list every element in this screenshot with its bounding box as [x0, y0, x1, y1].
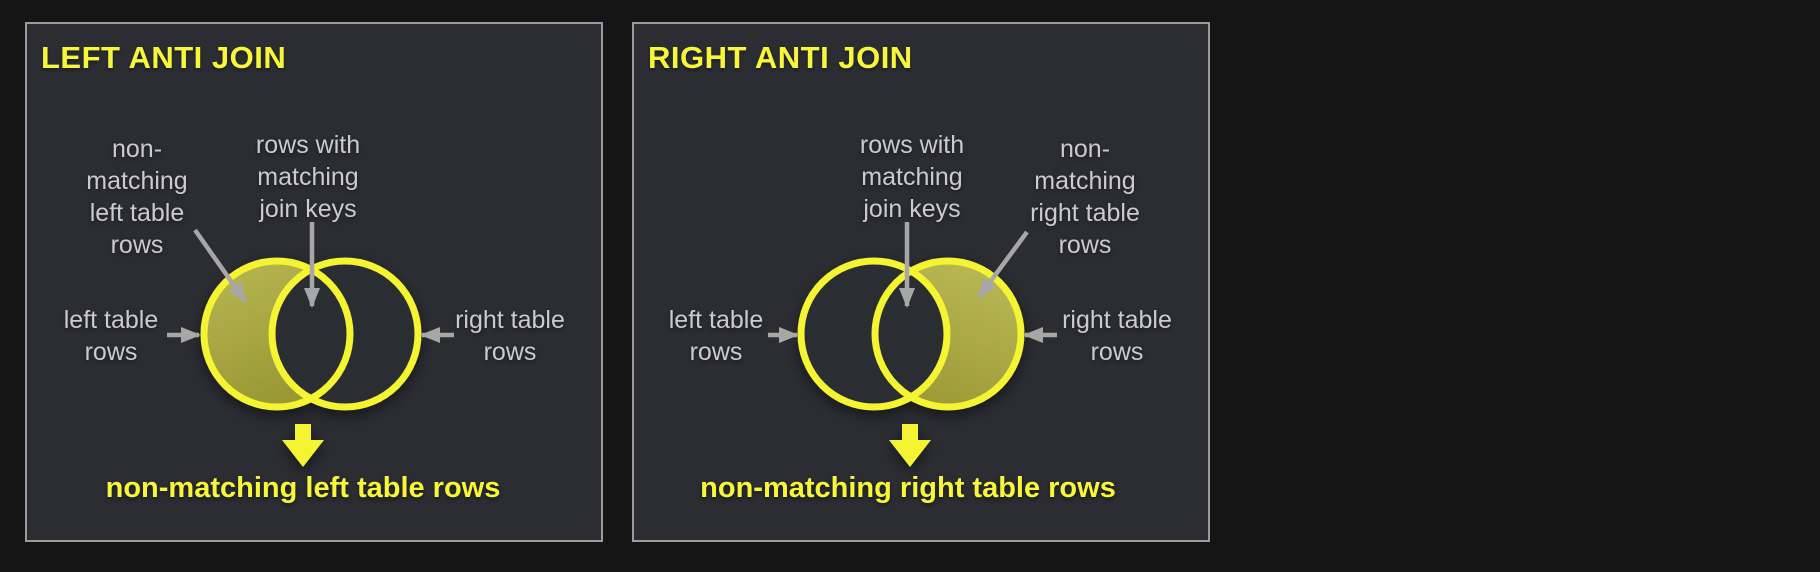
left-circle [200, 257, 354, 411]
label-left-table-rows: left table rows [668, 306, 764, 366]
panel-title: LEFT ANTI JOIN [41, 40, 287, 75]
label-non-matching-right-rows: non- matching right table rows [1030, 135, 1140, 259]
result-label: non-matching right table rows [700, 472, 1116, 504]
panel-title: RIGHT ANTI JOIN [648, 40, 913, 75]
label-matching-join-keys: rows with matching join keys [859, 131, 965, 223]
label-right-table-rows: right table rows [455, 306, 565, 366]
label-right-table-rows: right table rows [1062, 306, 1172, 366]
left-circle [797, 257, 951, 411]
non-matching-pointer-arrow [193, 228, 247, 303]
right-anti-join-panel: RIGHT ANTI JOIN rows with matching join … [632, 22, 1210, 542]
venn-diagram [167, 222, 454, 467]
result-label: non-matching left table rows [105, 472, 501, 504]
result-arrow-icon [889, 424, 931, 467]
result-arrow-icon [282, 424, 324, 467]
venn-diagram [768, 222, 1057, 467]
label-non-matching-left-rows: non- matching left table rows [86, 135, 188, 259]
label-matching-join-keys: rows with matching join keys [255, 131, 361, 223]
label-left-table-rows: left table rows [63, 306, 159, 366]
left-anti-join-panel: LEFT ANTI JOIN non- matching left table … [25, 22, 603, 542]
non-matching-pointer-arrow [977, 230, 1029, 299]
right-circle [268, 257, 422, 411]
right-circle [871, 257, 1025, 411]
